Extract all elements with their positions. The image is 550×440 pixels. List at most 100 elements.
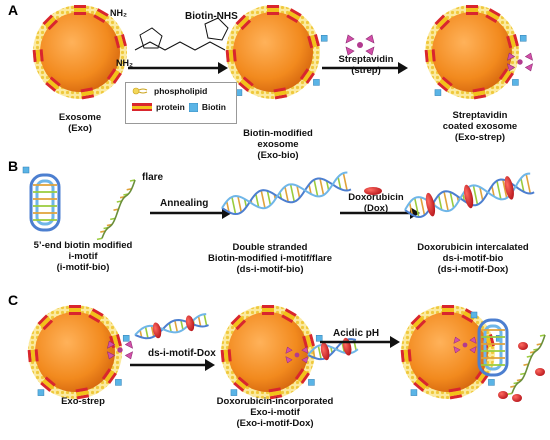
exosome-core	[408, 312, 488, 392]
streptavidin-subunit	[524, 63, 534, 72]
doxorubicin-molecule	[185, 315, 195, 332]
biotin-icon	[115, 379, 122, 386]
biotin-modified-exosome	[225, 5, 328, 100]
membrane-protein	[27, 349, 39, 363]
membrane-protein	[448, 387, 463, 400]
i-motif-loop	[35, 179, 55, 226]
base-pair	[225, 201, 230, 213]
released-exosome	[400, 305, 503, 400]
membrane-protein	[472, 87, 487, 100]
phospholipid-icon	[132, 87, 148, 95]
biotin-icon	[410, 389, 418, 396]
exosome-core	[35, 312, 115, 392]
streptavidin-subunit	[365, 34, 375, 44]
base-pair	[284, 186, 289, 203]
panel-label-a: A	[8, 2, 19, 18]
streptavidin-subunit	[469, 336, 477, 344]
biotin-icon	[434, 89, 442, 96]
base-pair	[496, 180, 502, 200]
membrane-protein	[233, 376, 249, 392]
released-streptavidin	[453, 336, 477, 354]
membrane-protein	[506, 34, 519, 49]
dna-strand	[134, 319, 209, 340]
base-pair	[325, 180, 330, 191]
membrane-protein	[225, 49, 237, 63]
biotin-icon	[320, 35, 328, 42]
protein-icon	[132, 103, 152, 111]
acidic-ph-label: Acidic pH	[333, 328, 380, 339]
exosome-core	[432, 12, 512, 92]
base-pair	[449, 191, 455, 209]
base-pair	[312, 349, 316, 359]
membrane-protein	[434, 14, 451, 31]
exosome-label: Exosome(Exo)	[58, 112, 102, 134]
arrow-acidic-ph	[320, 336, 400, 348]
membrane-protein	[294, 368, 310, 384]
base-pair	[255, 193, 260, 208]
membrane-protein	[268, 387, 283, 400]
membrane-protein	[93, 8, 109, 23]
streptavidin-subunit	[506, 63, 516, 72]
i-motif-structure	[22, 166, 61, 232]
biotin-icon	[230, 389, 238, 396]
exo-i-motif-dox	[220, 305, 323, 400]
doxorubicin-molecule	[425, 192, 436, 217]
intercalated-dna	[404, 172, 535, 218]
i-motif-loop	[477, 318, 509, 377]
base-pair	[313, 179, 319, 197]
membrane-protein	[498, 68, 514, 84]
base-pair	[419, 197, 426, 216]
streptavidin-subunit	[106, 351, 116, 360]
membrane-protein	[302, 334, 315, 349]
base-pair	[408, 202, 413, 215]
membrane-protein	[37, 314, 54, 331]
released-doxorubicin	[512, 394, 522, 402]
doxorubicin-molecule	[463, 184, 474, 209]
flare-label: flare	[142, 172, 164, 183]
panel-label-c: C	[8, 292, 19, 308]
membrane-protein	[267, 5, 279, 15]
biotin-icon	[488, 379, 495, 386]
base-pair	[337, 176, 342, 190]
legend-box: phospholipid protein Biotin	[125, 82, 237, 124]
arrow-streptavidin	[322, 62, 408, 74]
membrane-protein	[400, 349, 412, 363]
streptavidin-subunit	[524, 52, 534, 61]
membrane-protein	[230, 314, 247, 331]
released-flare	[506, 334, 546, 396]
membrane-protein	[410, 314, 427, 331]
flare-strand	[96, 179, 136, 241]
membrane-protein	[281, 308, 297, 323]
legend-phospholipid: phospholipid	[132, 85, 207, 97]
flare-strand	[101, 179, 136, 239]
streptavidin-subunit	[301, 356, 309, 364]
membrane-protein	[299, 68, 315, 84]
streptavidin-subunit	[285, 346, 293, 354]
exo-strep-streptavidin	[106, 340, 134, 360]
membrane-protein	[74, 5, 86, 15]
incorporated-dna	[307, 337, 359, 361]
i-motif-loop	[29, 173, 61, 232]
dna-strand	[134, 313, 207, 336]
biotin-icon	[512, 79, 519, 86]
streptavidin-subunit	[345, 46, 355, 56]
exo-strep-label: Exo-strep	[61, 396, 105, 407]
exo-i-motif-streptavidin	[285, 346, 309, 364]
base-pair	[243, 198, 248, 208]
base	[96, 237, 103, 241]
base-pair	[525, 173, 532, 194]
exosome	[32, 5, 127, 100]
base-pair	[491, 185, 495, 197]
membrane-protein	[88, 308, 104, 323]
membrane-protein	[101, 368, 117, 384]
amine-label-bottom: NH₂	[116, 58, 133, 68]
ds-i-motif-dox-icon	[134, 313, 209, 340]
base-pair	[197, 316, 202, 327]
doxorubicin-icon	[364, 187, 382, 195]
amine-label-top: NH₂	[110, 8, 127, 18]
arrow-incorporation	[130, 359, 215, 371]
exosome-core	[228, 312, 308, 392]
membrane-protein	[235, 14, 252, 31]
